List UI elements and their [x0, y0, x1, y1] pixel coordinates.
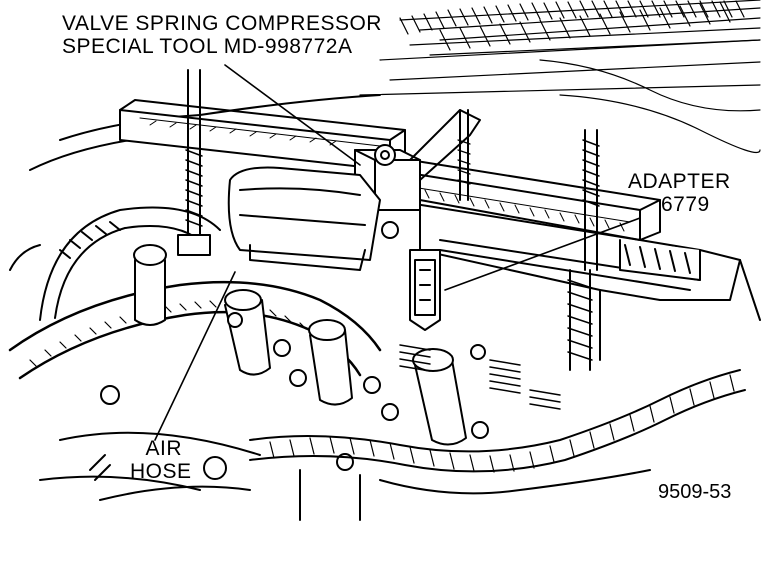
- tool-callout-line2: SPECIAL TOOL MD-998772A: [62, 35, 353, 58]
- adapter-leader: [444, 217, 641, 291]
- figure-number: 9509-53: [658, 481, 732, 503]
- fender: [9, 206, 221, 321]
- wiring-harness: [39, 369, 746, 521]
- threaded-rods: [177, 69, 600, 371]
- air-hose-callout-line1: AIR: [145, 437, 183, 460]
- air-hose-leader: [154, 271, 236, 441]
- bolts: [100, 312, 489, 480]
- spark-plug-tubes: [133, 244, 467, 446]
- adapter-callout-line2: 6779: [660, 193, 710, 216]
- cowl-line-2: [29, 139, 131, 171]
- adapter-beam: [389, 159, 661, 241]
- air-hose-callout-line2: HOSE: [130, 460, 192, 483]
- air-hose-callout: AIR HOSE: [130, 437, 192, 483]
- tool-leader: [224, 64, 361, 166]
- tool-callout: VALVE SPRING COMPRESSOR SPECIAL TOOL MD-…: [62, 12, 382, 58]
- leader-lines: [154, 64, 641, 441]
- hood-hatching: [359, 0, 761, 154]
- tool-callout-line1: VALVE SPRING COMPRESSOR: [62, 12, 382, 35]
- valve-springs: [399, 344, 561, 410]
- valve-cover: [227, 166, 761, 361]
- adapter-callout-line1: ADAPTER: [628, 170, 731, 193]
- adapter-tool: [409, 249, 441, 331]
- adapter-callout: ADAPTER 6779: [628, 170, 731, 216]
